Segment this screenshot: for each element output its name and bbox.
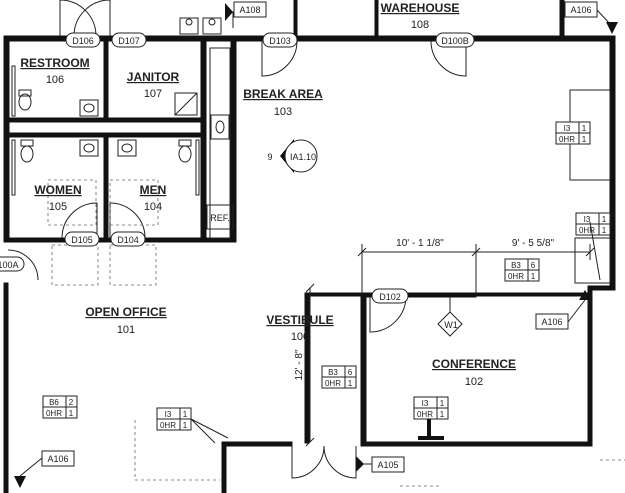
svg-text:0HR: 0HR [508, 272, 524, 281]
svg-text:A108: A108 [239, 5, 260, 15]
svg-text:100A: 100A [0, 260, 19, 270]
room-name-open-office: OPEN OFFICE [85, 305, 166, 319]
svg-text:I3: I3 [564, 124, 571, 133]
svg-text:IA1.10: IA1.10 [290, 152, 316, 162]
room-name-restroom: RESTROOM [20, 56, 89, 70]
svg-text:A106: A106 [570, 5, 591, 15]
wall-tag: B3 6 0HR 1 [504, 258, 540, 282]
svg-text:9: 9 [267, 152, 272, 162]
door-tag-100a: 100A [0, 256, 25, 272]
svg-text:D104: D104 [117, 235, 139, 245]
svg-text:1: 1 [440, 410, 445, 419]
svg-text:D106: D106 [72, 36, 94, 46]
svg-text:I3: I3 [584, 215, 591, 224]
svg-text:0HR: 0HR [417, 410, 433, 419]
sheet-refs: A108 A106 A106 A106 A105 [14, 1, 618, 488]
svg-text:0HR: 0HR [160, 421, 176, 430]
door-swings [7, 0, 467, 479]
restroom-block [3, 17, 237, 243]
svg-text:0HR: 0HR [559, 135, 575, 144]
conference-walls [304, 89, 611, 447]
dashed-outlines [47, 179, 625, 487]
sheet-ref-a106-top: A106 [564, 1, 618, 34]
room-number-break-area: 103 [274, 106, 292, 118]
sheet-ref-a105: A105 [356, 456, 405, 473]
dimension-conference-right: 9' - 5 5/8" [512, 238, 555, 249]
svg-text:1: 1 [582, 135, 587, 144]
svg-text:6: 6 [531, 261, 536, 270]
sheet-ref-a106-bottom: A106 [14, 450, 75, 488]
door-tag-d104: D104 [110, 231, 146, 247]
door-tag-d100b: D100B [435, 32, 475, 48]
room-name-conference: CONFERENCE [432, 357, 516, 371]
svg-text:A105: A105 [377, 460, 398, 470]
room-number-conference: 102 [465, 376, 483, 388]
walls [3, 0, 616, 493]
door-tags: D106 D107 D103 D100B D105 D104 D102 100 [0, 32, 475, 304]
svg-text:1: 1 [69, 409, 74, 418]
room-number-warehouse: 108 [411, 19, 429, 31]
room-number-open-office: 101 [117, 324, 135, 336]
wall-tag: B6 2 0HR 1 [42, 395, 78, 419]
room-labels: RESTROOM 106 JANITOR 107 BREAK AREA 103 … [20, 1, 516, 388]
svg-text:D105: D105 [71, 235, 93, 245]
svg-text:0HR: 0HR [325, 379, 341, 388]
door-tag-d106: D106 [65, 32, 101, 48]
room-name-women: WOMEN [34, 183, 81, 197]
svg-text:0HR: 0HR [46, 409, 62, 418]
wall-tag: B3 6 0HR 1 [321, 365, 357, 389]
svg-text:1: 1 [531, 272, 536, 281]
dimensions: 10' - 1 1/8" 9' - 5 5/8" 12' - 8" [294, 238, 595, 447]
window-tag-w1: W1 [437, 297, 463, 337]
svg-text:W1: W1 [444, 320, 458, 330]
wall-tag: I3 1 0HR 1 [156, 407, 192, 431]
wall-tags: I3 1 0HR 1 I3 1 0HR 1 B3 6 0HR 1 B3 [42, 121, 611, 444]
svg-text:A106: A106 [541, 317, 562, 327]
svg-text:B3: B3 [328, 368, 338, 377]
svg-text:I3: I3 [165, 410, 172, 419]
svg-text:1: 1 [183, 421, 188, 430]
svg-text:D103: D103 [269, 36, 291, 46]
room-number-vestibule: 100 [291, 331, 309, 343]
svg-text:D107: D107 [118, 36, 140, 46]
appliance-label-ref: REF. [210, 213, 230, 223]
svg-text:I3: I3 [422, 399, 429, 408]
svg-text:0HR: 0HR [579, 226, 595, 235]
svg-text:A106: A106 [47, 454, 68, 464]
room-number-men: 104 [144, 201, 162, 213]
svg-text:1: 1 [348, 379, 353, 388]
room-name-warehouse: WAREHOUSE [381, 1, 460, 15]
dimension-vestibule: 12' - 8" [294, 349, 305, 380]
room-name-vestibule: VESTIBULE [266, 313, 333, 327]
room-name-men: MEN [140, 183, 167, 197]
wall-tag: I3 1 0HR 1 [575, 212, 611, 236]
svg-text:1: 1 [602, 226, 607, 235]
door-tag-d107: D107 [111, 32, 147, 48]
view-ref-marker: 9 IA1.10 [267, 139, 318, 173]
svg-text:1: 1 [183, 410, 188, 419]
room-name-break-area: BREAK AREA [243, 87, 323, 101]
door-tag-d103: D103 [262, 32, 298, 48]
wall-tag: I3 1 0HR 1 [413, 396, 449, 420]
sheet-ref-a108: A108 [225, 1, 267, 28]
svg-text:6: 6 [348, 368, 353, 377]
room-number-restroom: 106 [46, 74, 64, 86]
svg-text:D102: D102 [379, 292, 401, 302]
wall-tag: I3 1 0HR 1 [555, 121, 591, 145]
dimension-conference-left: 10' - 1 1/8" [396, 238, 444, 249]
svg-text:1: 1 [582, 124, 587, 133]
svg-text:B3: B3 [511, 261, 521, 270]
svg-text:1: 1 [602, 215, 607, 224]
door-tag-d105: D105 [64, 231, 100, 247]
svg-text:2: 2 [69, 398, 74, 407]
svg-text:1: 1 [440, 399, 445, 408]
svg-text:D100B: D100B [441, 36, 469, 46]
room-name-janitor: JANITOR [127, 70, 180, 84]
svg-text:B6: B6 [49, 398, 59, 407]
door-tag-d102: D102 [371, 288, 409, 304]
sheet-ref-a106-right: A106 [535, 290, 591, 330]
room-number-janitor: 107 [144, 88, 162, 100]
room-number-women: 105 [49, 201, 67, 213]
